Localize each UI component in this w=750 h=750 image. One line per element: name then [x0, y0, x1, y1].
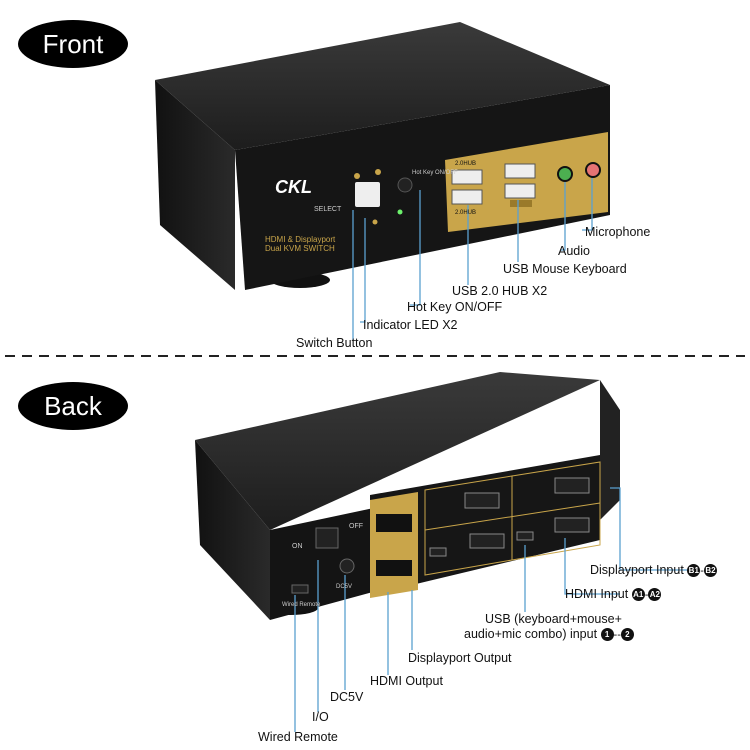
- label-wired-remote: Wired Remote: [258, 730, 338, 744]
- device-on-label: ON: [292, 543, 303, 550]
- back-callouts: [294, 487, 690, 732]
- label-displayport-input: Displayport Input B1-B2: [590, 563, 717, 578]
- label-hdmi-output: HDMI Output: [370, 674, 443, 688]
- hdmi-badge-a2: A2: [648, 588, 662, 602]
- label-usb-input-line2: audio+mic combo) input 1--2: [464, 627, 634, 642]
- usb-badge-2: 2: [620, 628, 634, 642]
- front-title: Front: [42, 28, 104, 59]
- usb-badge-1: 1: [600, 628, 614, 642]
- label-microphone: Microphone: [585, 225, 651, 239]
- label-switch-button: Switch Button: [296, 336, 373, 350]
- device-hotkey-label: Hot Key ON/OFF: [412, 170, 458, 176]
- back-device: [195, 372, 620, 620]
- dp-badge-b1: B1: [687, 564, 701, 578]
- back-pill: Back: [18, 382, 128, 430]
- label-displayport-output: Displayport Output: [408, 651, 512, 665]
- device-usb-hub-top: 2.0HUB: [455, 161, 477, 167]
- label-hdmi-input: HDMI Input A1-A2: [565, 587, 662, 602]
- label-indicator-led: Indicator LED X2: [363, 318, 458, 332]
- hdmi-badge-a1: A1: [631, 588, 645, 602]
- front-callouts: [352, 178, 593, 340]
- device-dc5v-label: DC5V: [336, 584, 353, 590]
- label-hot-key: Hot Key ON/OFF: [407, 300, 503, 314]
- label-usb-mouse-keyboard: USB Mouse Keyboard: [503, 262, 627, 276]
- label-dc5v: DC5V: [330, 690, 364, 704]
- dp-badge-b2: B2: [703, 564, 717, 578]
- device-usb-hub-bottom: 2.0HUB: [455, 210, 477, 216]
- device-model-text: HDMI & Displayport Dual KVM SWITCH: [265, 235, 336, 253]
- device-select-label: SELECT: [314, 206, 342, 213]
- back-title: Back: [44, 390, 102, 421]
- device-off-label: OFF: [349, 523, 363, 530]
- label-audio: Audio: [558, 244, 590, 258]
- hdmi-input-text: HDMI Input: [565, 587, 629, 601]
- front-device: [155, 22, 610, 290]
- label-usb-input-line1: USB (keyboard+mouse+: [485, 612, 622, 626]
- front-pill: Front: [18, 20, 128, 68]
- device-wired-remote-label: Wired Remote: [282, 602, 321, 608]
- label-io: I/O: [312, 710, 329, 724]
- displayport-input-text: Displayport Input: [590, 563, 684, 577]
- label-usb-hub: USB 2.0 HUB X2: [452, 284, 548, 298]
- device-logo: CKL: [275, 177, 312, 197]
- usb-input-text: audio+mic combo) input: [464, 627, 598, 641]
